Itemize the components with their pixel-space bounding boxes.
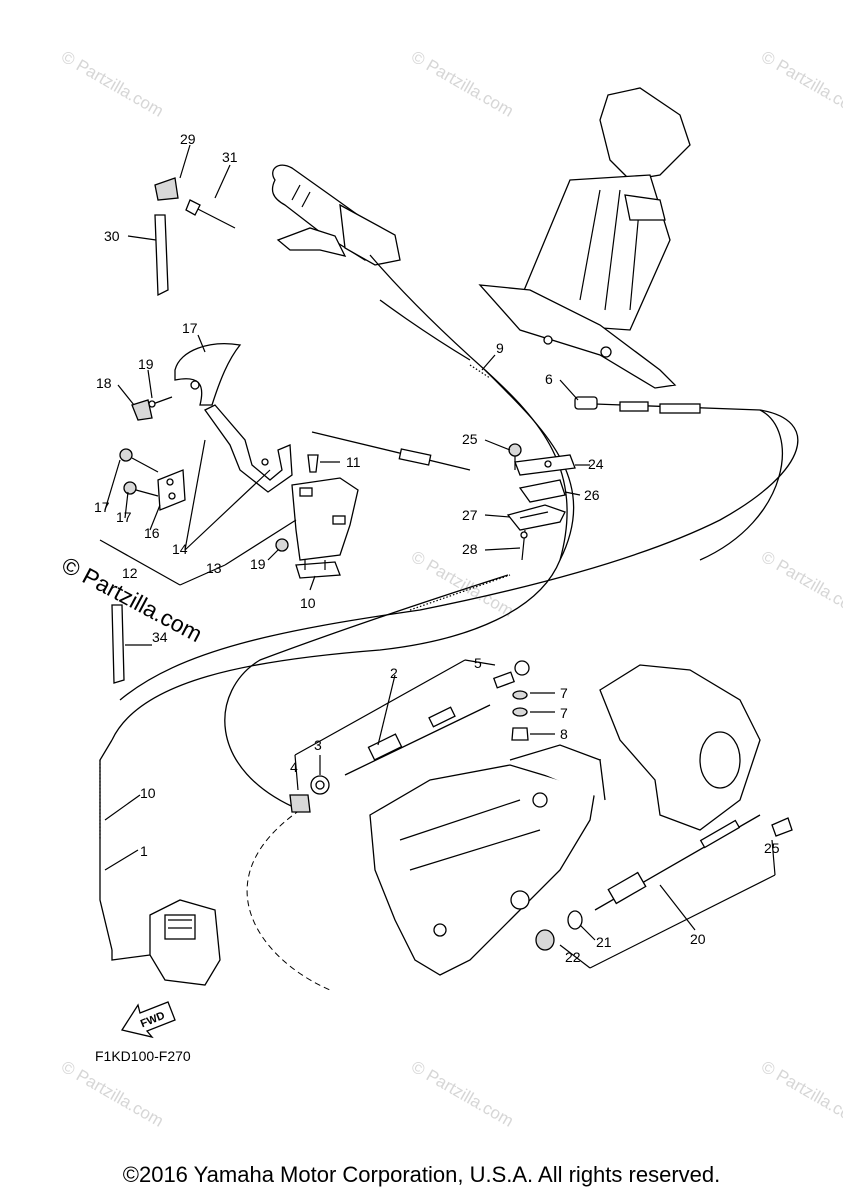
watermark: © Partzilla.com (758, 1057, 843, 1131)
callout-3: 3 (314, 737, 322, 753)
cable-end-5 (492, 660, 530, 689)
callout-33: 31 (222, 149, 238, 165)
callout-5: 5 (474, 655, 482, 671)
callout-15: 14 (172, 541, 188, 557)
callout-32: 30 (104, 228, 120, 244)
lever-19 (174, 343, 242, 406)
shift-cable-2 (344, 704, 491, 776)
steering-column (478, 87, 691, 389)
callout-25: 25 (764, 840, 780, 856)
clamp-31 (154, 177, 236, 229)
callout-8: 8 (560, 726, 568, 742)
callout-9: 9 (496, 340, 504, 356)
cable-end-6 (574, 396, 701, 414)
callout-30: 28 (462, 541, 478, 557)
callout-27: 25 (462, 431, 478, 447)
callout-13: 12 (122, 565, 138, 581)
cable-22 (594, 814, 793, 911)
nut-4 (289, 794, 311, 813)
callout-20: 18 (96, 375, 112, 391)
throttle-sensor (111, 899, 221, 986)
callout-16: 16 (144, 525, 160, 541)
callout-17a: 17 (94, 499, 110, 515)
callout-7b: 7 (560, 705, 568, 721)
watermark: © Partzilla.com (408, 1057, 517, 1131)
callout-10: 10 (300, 595, 316, 611)
bolt-17 (119, 448, 159, 497)
nuts-7-8 (511, 690, 529, 741)
watermark: © Partzilla.com (58, 1057, 167, 1131)
callout-2: 2 (390, 665, 398, 681)
bolt-27 (508, 443, 522, 470)
clip-12 (307, 454, 319, 473)
bracket-15 (204, 404, 293, 493)
callout-21: 19 (138, 356, 154, 372)
leader-lines (99, 144, 776, 969)
watermark: © Partzilla.com (758, 547, 843, 621)
callout-28: 26 (584, 487, 600, 503)
screw-21 (148, 396, 173, 408)
mount-10 (295, 560, 341, 579)
pump-housing (369, 664, 761, 976)
callout-labels: 29 31 30 17 19 18 9 6 25 24 26 27 28 11 … (94, 131, 780, 965)
callout-6: 6 (545, 371, 553, 387)
callout-17b: 17 (116, 509, 132, 525)
callout-14: 13 (206, 560, 222, 576)
washer-23 (567, 910, 583, 930)
plate-16 (157, 469, 186, 511)
cable-tie-32 (154, 214, 169, 297)
bracket-14 (291, 477, 359, 561)
watermark: © Partzilla.com (758, 47, 843, 121)
callout-19: 17 (182, 320, 198, 336)
callout-7a: 7 (560, 685, 568, 701)
nut-24 (535, 929, 555, 951)
callout-4: 4 (290, 759, 298, 775)
nut-18 (275, 538, 289, 552)
cable-spring-sleeve (99, 364, 511, 840)
callout-34: 34 (152, 629, 168, 645)
bracket-28 (518, 479, 566, 503)
pad-20 (131, 399, 153, 421)
callout-22: 20 (690, 931, 706, 947)
fwd-arrow: FWD (120, 1001, 176, 1039)
callout-12: 11 (346, 454, 361, 470)
callout-26: 24 (588, 456, 604, 472)
throttle-cable-small (311, 431, 471, 471)
handlebar-grip (271, 164, 401, 266)
diagram-code: F1KD100-F270 (95, 1048, 191, 1064)
callout-31: 29 (180, 131, 196, 147)
callout-1: 1 (140, 843, 148, 859)
plate-29 (506, 504, 566, 531)
copyright-notice: ©2016 Yamaha Motor Corporation, U.S.A. A… (122, 1162, 721, 1187)
bracket-26 (514, 454, 576, 476)
callout-11: 10 (140, 785, 156, 801)
callout-23: 21 (596, 934, 612, 950)
cable-tie-34 (111, 604, 125, 684)
watermark: © Partzilla.com (408, 47, 517, 121)
callout-18: 19 (250, 556, 266, 572)
callout-24: 22 (565, 949, 581, 965)
screw-30 (520, 529, 528, 561)
washer-3 (310, 775, 330, 795)
watermark: © Partzilla.com (58, 47, 167, 121)
callout-29: 27 (462, 507, 478, 523)
